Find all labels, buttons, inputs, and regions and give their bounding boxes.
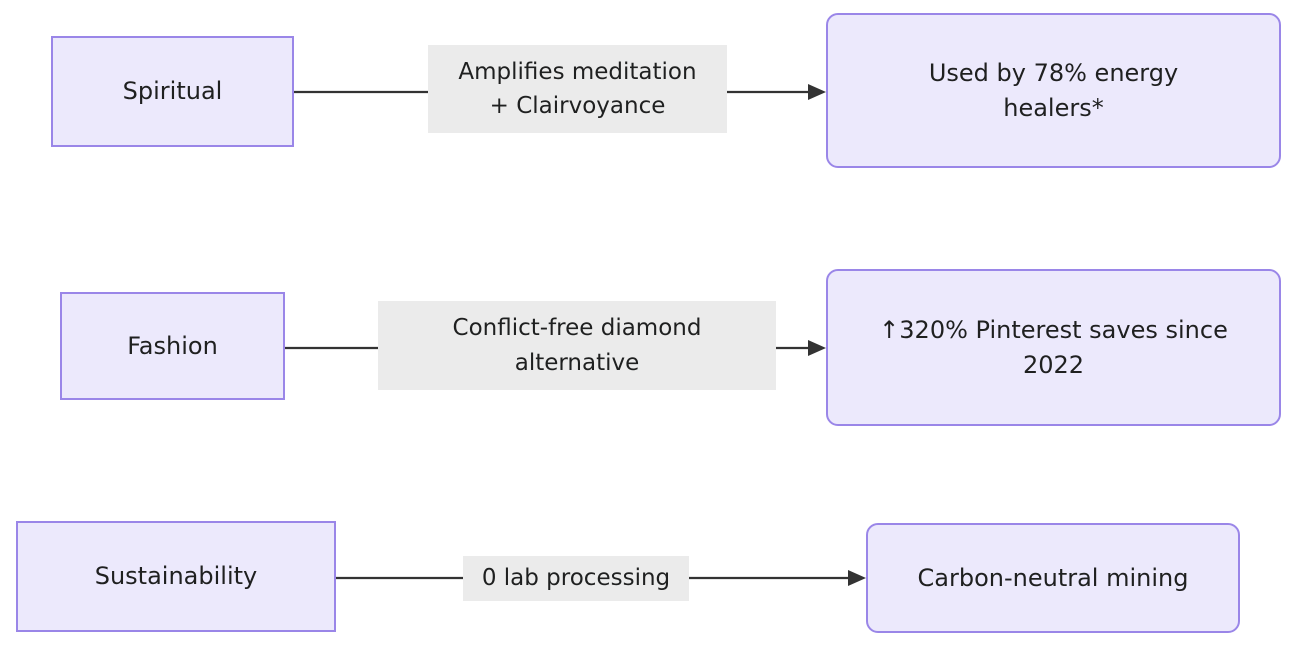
node-fashion[interactable]: Fashion: [60, 292, 285, 400]
arrowhead-row-2: [808, 340, 826, 356]
arrowhead-row-1: [808, 84, 826, 100]
node-used-by-78-percent-energy-healers[interactable]: Used by 78% energy healers*: [826, 13, 1281, 168]
edge-label-amplifies-meditation: Amplifies meditation + Clairvoyance: [428, 45, 727, 133]
node-spiritual[interactable]: Spiritual: [51, 36, 294, 147]
edge-label-conflict-free-diamond-alternative: Conflict-free diamond alternative: [378, 301, 776, 390]
node-sustainability[interactable]: Sustainability: [16, 521, 336, 632]
node-pinterest-saves[interactable]: ↑320% Pinterest saves since 2022: [826, 269, 1281, 426]
edge-label-zero-lab-processing: 0 lab processing: [463, 556, 689, 601]
arrowhead-row-3: [848, 570, 866, 586]
node-carbon-neutral-mining[interactable]: Carbon-neutral mining: [866, 523, 1240, 633]
